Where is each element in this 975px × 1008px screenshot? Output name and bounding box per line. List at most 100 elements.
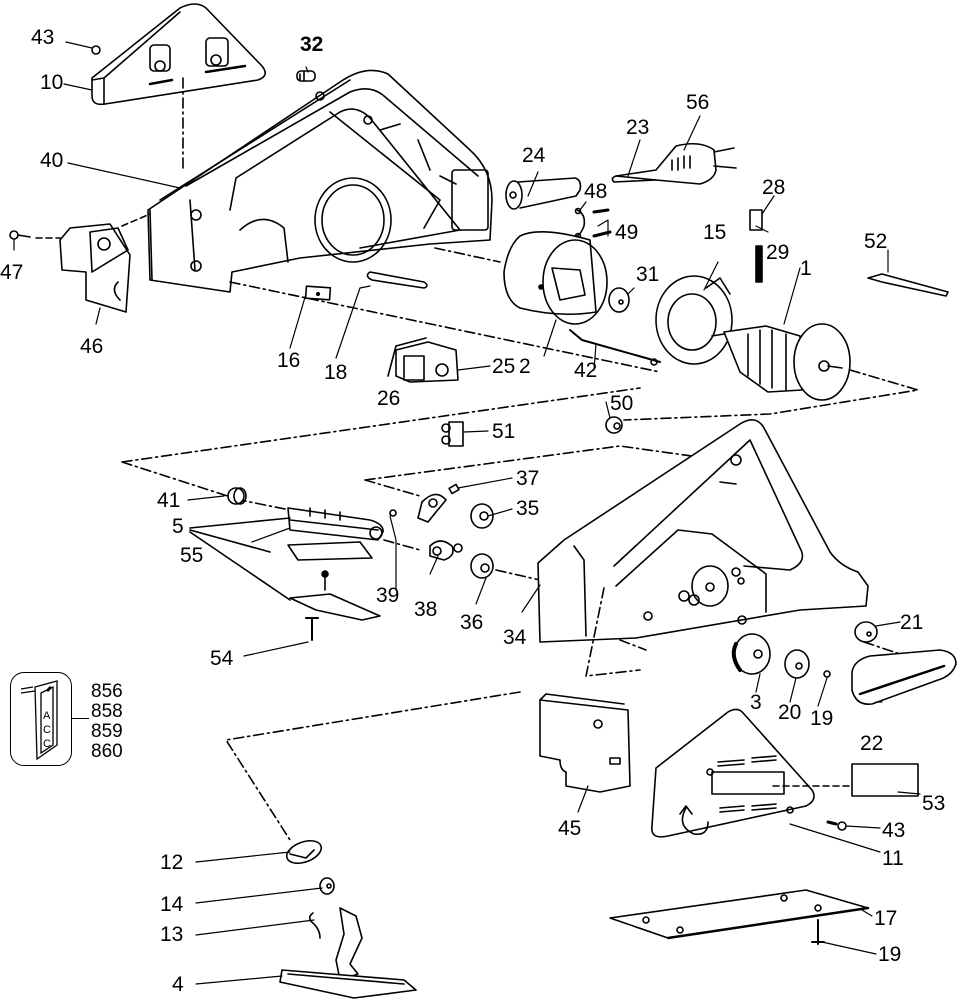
base-plate-17	[610, 890, 868, 938]
screw-32	[297, 71, 315, 81]
callout-36: 36	[460, 611, 484, 634]
callout-37: 37	[516, 467, 540, 490]
belt-cover-11	[652, 709, 814, 836]
callout-11: 11	[882, 847, 904, 870]
callout-48: 48	[584, 180, 608, 203]
callout-2: 2	[519, 355, 531, 378]
label-53	[852, 764, 918, 796]
accessory-inset: A C C	[10, 672, 72, 766]
callout-43: 43	[31, 26, 55, 49]
callout-35: 35	[516, 497, 540, 520]
callout-56: 56	[686, 91, 710, 114]
accessory-leader	[71, 718, 89, 719]
strip-18	[367, 272, 427, 288]
callout-10: 10	[40, 71, 64, 94]
callout-5: 5	[172, 515, 184, 538]
callout-38: 38	[414, 598, 438, 621]
callout-23: 23	[626, 116, 650, 139]
screw-19-base	[812, 920, 824, 944]
drive-belt-22	[852, 650, 956, 704]
blade-sharpener-icon: A C C	[11, 673, 71, 765]
callout-4: 4	[172, 973, 184, 996]
part-number: 858	[91, 701, 123, 722]
screws-49	[594, 210, 610, 236]
callout-51: 51	[492, 420, 516, 443]
callout-40: 40	[40, 149, 64, 172]
handle-24	[506, 178, 580, 209]
callout-12: 12	[160, 851, 184, 874]
screw-43-top	[92, 46, 100, 54]
callout-24: 24	[522, 144, 546, 167]
svg-text:C: C	[43, 738, 51, 750]
main-housing-40	[148, 70, 492, 292]
part-number: 859	[91, 721, 123, 742]
knob-46	[60, 224, 130, 312]
callout-42: 42	[574, 359, 598, 382]
plate-16	[306, 286, 331, 300]
pulley-20	[785, 650, 809, 678]
callout-22: 22	[860, 732, 884, 755]
screw-43-cover	[838, 822, 846, 830]
callout-13: 13	[160, 923, 184, 946]
cord-clamp-48	[576, 209, 585, 239]
callout-15: 15	[703, 221, 727, 244]
callout-47: 47	[0, 261, 24, 284]
rod-42	[570, 330, 660, 362]
svg-text:C: C	[43, 724, 51, 736]
svg-text:A: A	[43, 710, 51, 722]
callout-46: 46	[80, 335, 104, 358]
pin-39	[390, 510, 396, 516]
callout-52: 52	[864, 230, 888, 253]
part-number: 856	[91, 681, 123, 702]
callout-16: 16	[277, 349, 301, 372]
callout-45: 45	[558, 817, 582, 840]
callout-26: 26	[377, 387, 401, 410]
terminal-block-51	[442, 422, 463, 446]
callout-39: 39	[376, 584, 400, 607]
callout-41: 41	[157, 489, 181, 512]
nut-14	[320, 878, 334, 894]
callout-19-gear: 19	[810, 707, 834, 730]
callout-49: 49	[615, 221, 639, 244]
field-housing-2	[504, 232, 607, 324]
blade-55	[288, 542, 372, 560]
baffle-15	[656, 276, 732, 364]
callout-32: 32	[300, 33, 324, 56]
handle-cover-10	[92, 4, 265, 104]
screw-54	[306, 618, 318, 640]
callout-17: 17	[874, 907, 898, 930]
callout-21: 21	[900, 611, 924, 634]
callout-1: 1	[800, 257, 812, 280]
callout-20: 20	[778, 701, 802, 724]
knob-12	[284, 836, 325, 867]
callout-14: 14	[160, 893, 184, 916]
spring-13	[310, 913, 320, 938]
callout-34: 34	[503, 626, 527, 649]
callout-19-base: 19	[878, 943, 902, 966]
bearing-31	[609, 288, 629, 312]
hex-key-52	[868, 274, 948, 296]
plug-56	[612, 144, 736, 184]
callout-53: 53	[922, 792, 946, 815]
brush-28	[750, 210, 762, 230]
callout-29: 29	[766, 241, 790, 264]
gear-3	[734, 634, 770, 674]
callout-18: 18	[324, 361, 348, 384]
screw-47	[10, 231, 30, 239]
part-number: 860	[91, 741, 123, 762]
rear-housing-34	[538, 420, 868, 642]
armature-1	[724, 324, 850, 400]
switch-26	[388, 338, 458, 382]
callout-55: 55	[180, 544, 204, 567]
callout-28: 28	[762, 176, 786, 199]
leader-lines	[14, 42, 920, 984]
shoe-4	[280, 908, 416, 998]
cutter-head-5	[288, 508, 383, 540]
callout-50: 50	[610, 392, 634, 415]
callout-43-cover: 43	[882, 819, 906, 842]
accessory-part-numbers: 856 858 859 860	[91, 682, 123, 762]
eccentric-37	[418, 484, 459, 522]
callout-54: 54	[210, 647, 234, 670]
screw-19-gear	[824, 671, 830, 677]
callout-3: 3	[750, 691, 762, 714]
